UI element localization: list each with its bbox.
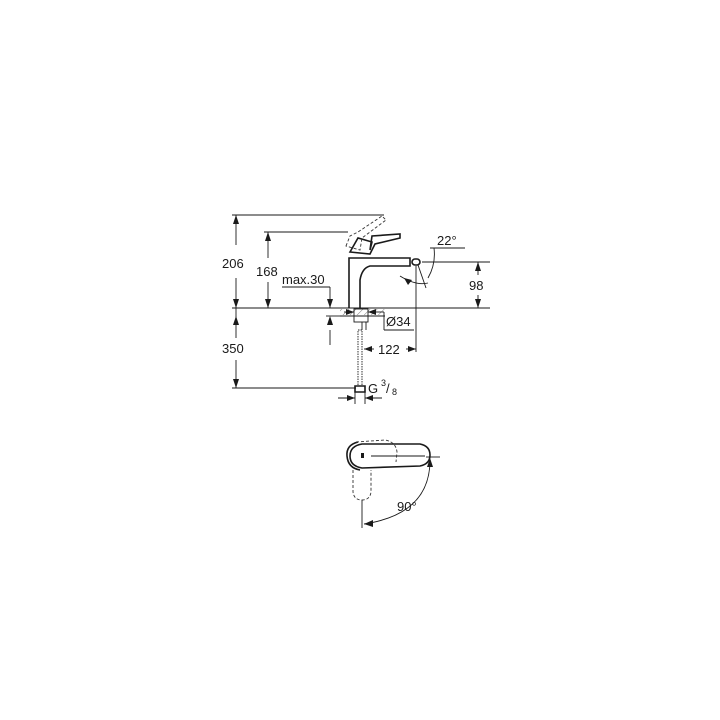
dim-hose-length: 350 xyxy=(222,341,244,356)
dim-spout-angle: 22° xyxy=(437,233,457,248)
dim-thread-denominator: 8 xyxy=(392,387,397,397)
dim-body-height: 168 xyxy=(256,264,278,279)
spout-aerator xyxy=(411,258,421,266)
dim-spout-height: 98 xyxy=(469,278,483,293)
top-view: 90° xyxy=(346,439,440,528)
side-view: 206 168 max.30 22° 98 xyxy=(222,214,490,404)
svg-text:/: / xyxy=(386,381,390,396)
lever xyxy=(348,233,401,255)
dim-projection: 122 xyxy=(378,342,400,357)
dim-thread-letter: G xyxy=(368,381,378,396)
dim-base-diameter: Ø34 xyxy=(386,314,411,329)
lever-top xyxy=(349,443,431,469)
lever-indicator xyxy=(361,453,364,458)
dim-thread-numerator: 3 xyxy=(381,378,386,388)
faucet-body xyxy=(348,257,411,308)
dim-total-height: 206 xyxy=(222,256,244,271)
worktop-hatch xyxy=(340,309,385,315)
lever-open-position xyxy=(345,215,387,251)
hose-connector xyxy=(354,385,366,393)
dim-max-thickness: max.30 xyxy=(282,272,325,287)
lever-rotated-position xyxy=(352,470,372,501)
mounting-nut xyxy=(353,308,369,323)
dim-lever-rotation: 90° xyxy=(397,499,417,514)
flexible-hose xyxy=(357,329,363,387)
